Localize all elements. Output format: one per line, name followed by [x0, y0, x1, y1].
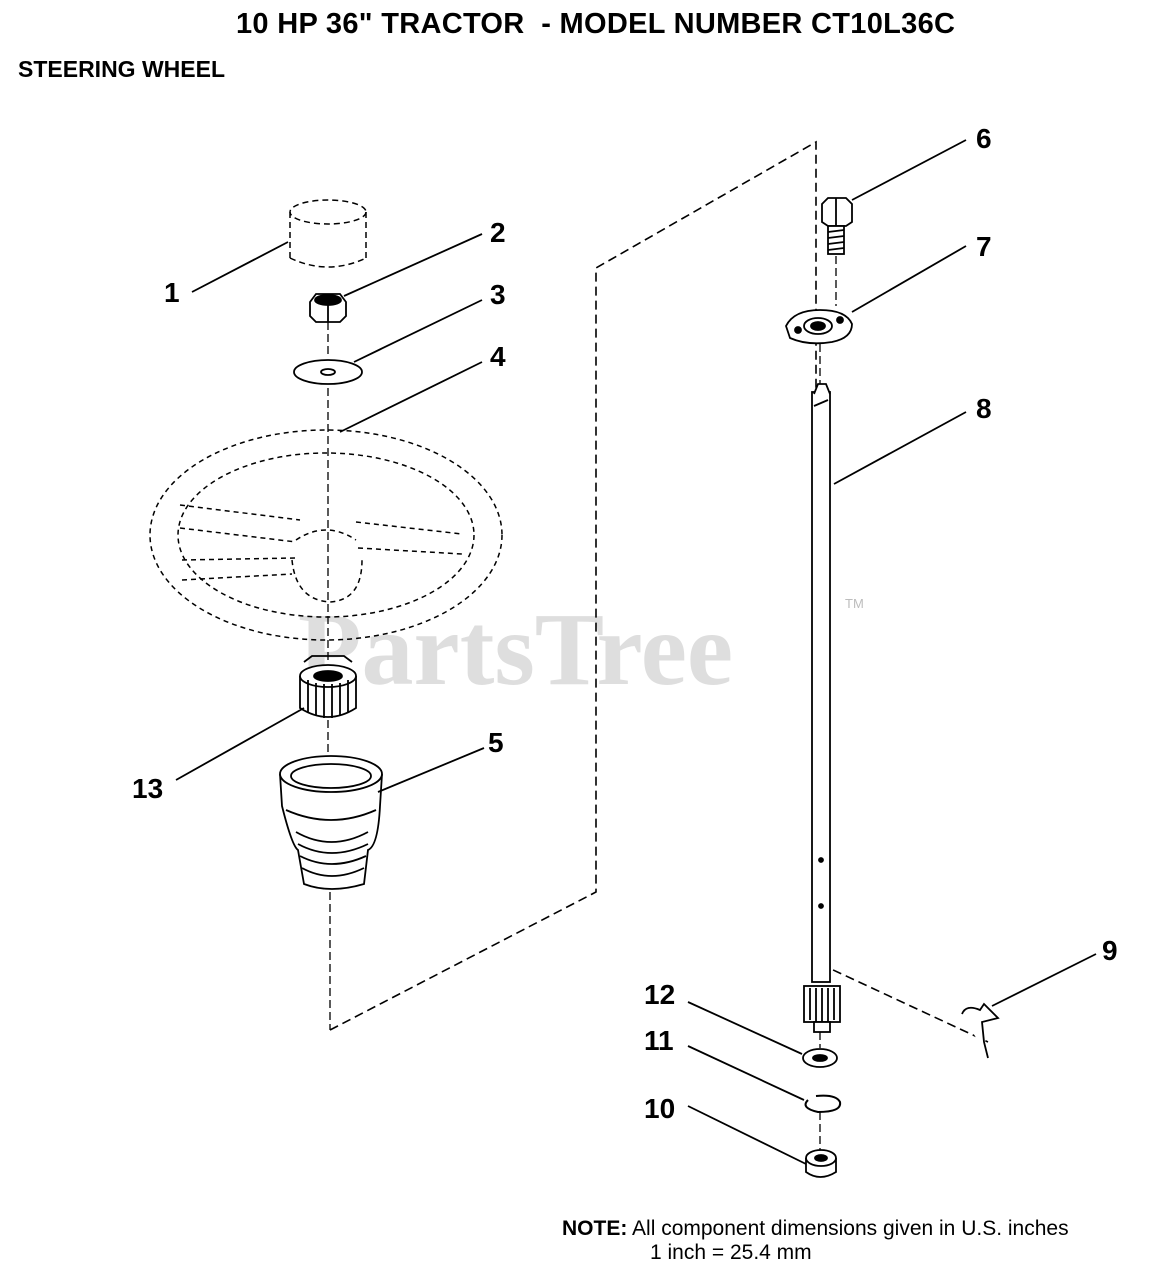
watermark-trademark: TM — [845, 596, 864, 611]
callout-8: 8 — [976, 393, 992, 424]
section-title: STEERING WHEEL — [18, 56, 226, 82]
callout-10: 10 — [644, 1093, 675, 1124]
callout-11: 11 — [644, 1025, 674, 1056]
part-2-hex-nut — [309, 293, 347, 323]
assembly-plane-outline — [329, 140, 989, 1043]
part-13-splined-adapter — [299, 655, 357, 718]
part-1-cap — [289, 199, 367, 268]
callout-1: 1 — [164, 277, 180, 308]
callout-numbers: 1 2 3 4 5 6 7 8 9 10 11 12 13 — [132, 123, 1118, 1124]
part-10-bushing — [805, 1149, 837, 1178]
callout-4: 4 — [490, 341, 506, 372]
part-6-hex-bolt — [821, 197, 853, 255]
part-4-steering-wheel — [149, 429, 503, 641]
leader-lines — [175, 139, 1097, 1165]
callout-5: 5 — [488, 727, 504, 758]
part-5-column-cover — [279, 755, 383, 890]
note-line-1: All component dimensions given in U.S. i… — [632, 1217, 1069, 1240]
part-11-retaining-ring — [804, 1094, 842, 1114]
part-3-flat-washer — [293, 359, 363, 385]
note-label: NOTE: — [562, 1217, 628, 1240]
callout-2: 2 — [490, 217, 506, 248]
callout-7: 7 — [976, 231, 992, 262]
units-note: NOTE: All component dimensions given in … — [562, 1217, 1069, 1265]
page-title: 10 HP 36" TRACTOR - MODEL NUMBER CT10L36… — [236, 8, 956, 40]
part-12-washer — [802, 1048, 838, 1068]
callout-9: 9 — [1102, 935, 1118, 966]
part-8-steering-shaft — [803, 383, 841, 1033]
callout-3: 3 — [490, 279, 506, 310]
note-line-2: 1 inch = 25.4 mm — [650, 1241, 812, 1264]
callout-6: 6 — [976, 123, 992, 154]
part-9-bracket-tab — [961, 1002, 1000, 1059]
callout-12: 12 — [644, 979, 675, 1010]
watermark-text: PartsTree — [298, 592, 733, 707]
part-7-flange-bearing — [785, 309, 853, 345]
callout-13: 13 — [132, 773, 163, 804]
